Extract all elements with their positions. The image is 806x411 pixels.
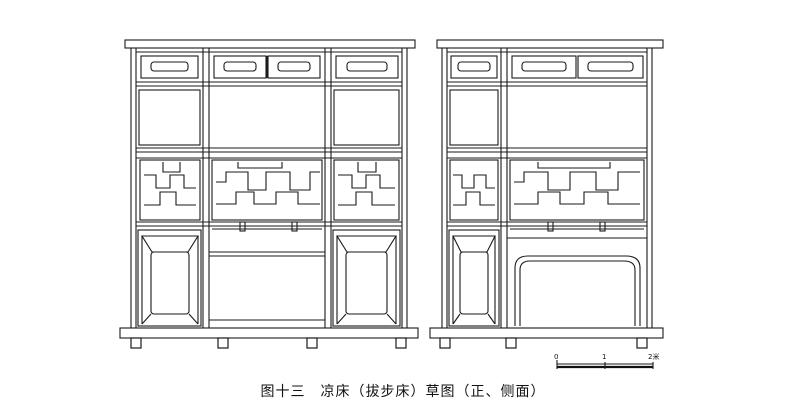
- front-upper-panels: [136, 89, 402, 153]
- front-foot-3: [306, 337, 318, 349]
- front-lattice: [136, 157, 402, 232]
- side-frieze: [447, 51, 647, 87]
- side-foot-3: [636, 337, 648, 349]
- front-elevation: [119, 39, 419, 349]
- scale-label-0: 0: [554, 353, 558, 361]
- scale-label-2: 2米: [648, 352, 659, 361]
- side-elevation: [429, 39, 664, 349]
- scale-label-1: 1: [602, 353, 606, 361]
- front-foot-4: [395, 337, 407, 349]
- front-cornice: [124, 39, 416, 49]
- figure-caption: 图十三 凉床（拔步床）草图（正、侧面）: [260, 384, 546, 400]
- side-base: [429, 327, 664, 339]
- side-cornice: [436, 39, 664, 49]
- front-frieze: [136, 51, 402, 87]
- side-upper-panels: [447, 89, 647, 153]
- side-foot-1: [439, 337, 451, 349]
- side-lattice: [447, 157, 647, 232]
- front-foot-1: [130, 337, 142, 349]
- scale-bar: 0 1 2米: [554, 352, 659, 369]
- bed-elevation-drawing: 0 1 2米: [119, 39, 664, 369]
- side-foot-2: [505, 337, 517, 349]
- front-posts: [130, 48, 408, 328]
- side-posts: [441, 48, 653, 328]
- front-base: [119, 327, 419, 339]
- front-foot-2: [217, 337, 229, 349]
- side-lower: [448, 229, 647, 327]
- front-lower-panels: [137, 229, 401, 327]
